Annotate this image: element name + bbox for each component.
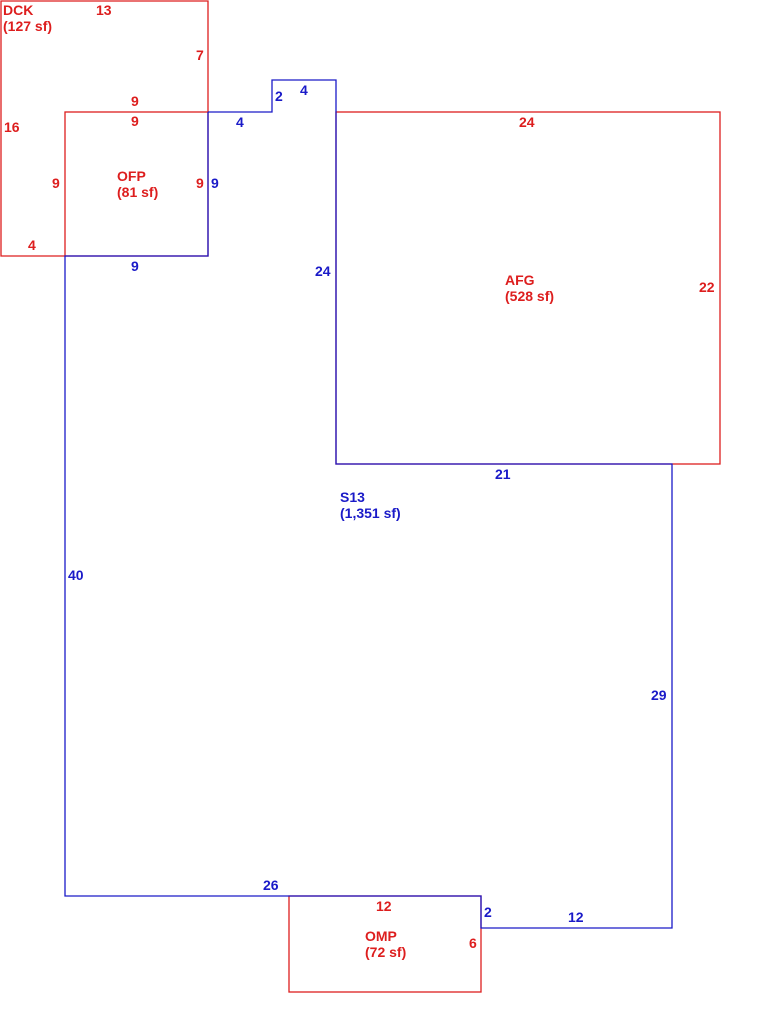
omp-right-dimension: 6: [469, 935, 477, 951]
s13-area: (1,351 sf): [340, 505, 401, 521]
ofp-label: OFP (81 sf): [117, 168, 158, 200]
dck-inner-left-dimension: 9: [52, 175, 60, 191]
s13-label: S13 (1,351 sf): [340, 489, 401, 521]
dck-right-dimension: 7: [196, 47, 204, 63]
afg-label: AFG (528 sf): [505, 272, 554, 304]
afg-top-dimension: 24: [519, 114, 535, 130]
omp-area: (72 sf): [365, 944, 407, 960]
s13-outline: [64, 79, 673, 929]
afg-area: (528 sf): [505, 288, 555, 304]
s13-step-side-dimension: 2: [484, 904, 492, 920]
ofp-right-dimension: 9: [196, 175, 204, 191]
s13-ofp-right-dimension: 9: [211, 175, 219, 191]
dck-label: DCK (127 sf): [3, 2, 52, 34]
omp-label: OMP (72 sf): [365, 928, 406, 960]
s13-step-bottom-dimension: 12: [568, 909, 584, 925]
omp-top-dimension: 12: [376, 898, 392, 914]
s13-step-top-dimension: 4: [236, 114, 244, 130]
dck-left-dimension: 16: [4, 119, 20, 135]
omp-name: OMP: [365, 928, 397, 944]
dck-inner-top-dimension: 9: [131, 93, 139, 109]
s13-left-upper-dimension: 24: [315, 263, 331, 279]
s13-afg-bottom-dimension: 21: [495, 466, 511, 482]
dck-name: DCK: [3, 2, 34, 18]
ofp-top-dimension: 9: [131, 113, 139, 129]
dck-top-dimension: 13: [96, 2, 112, 18]
s13-bump-top-dimension: 4: [300, 82, 308, 98]
s13-bump-left-dimension: 2: [275, 88, 283, 104]
ofp-name: OFP: [117, 168, 146, 184]
s13-bottom-dimension: 26: [263, 877, 279, 893]
dck-bottom-dimension: 4: [28, 237, 36, 253]
s13-left-dimension: 40: [68, 567, 84, 583]
s13-name: S13: [340, 489, 365, 505]
ofp-area: (81 sf): [117, 184, 159, 200]
afg-right-dimension: 22: [699, 279, 715, 295]
dck-area: (127 sf): [3, 18, 53, 34]
s13-right-dimension: 29: [651, 687, 667, 703]
afg-name: AFG: [505, 272, 535, 288]
dck-outline: [0, 0, 209, 257]
s13-ofp-bottom-dimension: 9: [131, 258, 139, 274]
